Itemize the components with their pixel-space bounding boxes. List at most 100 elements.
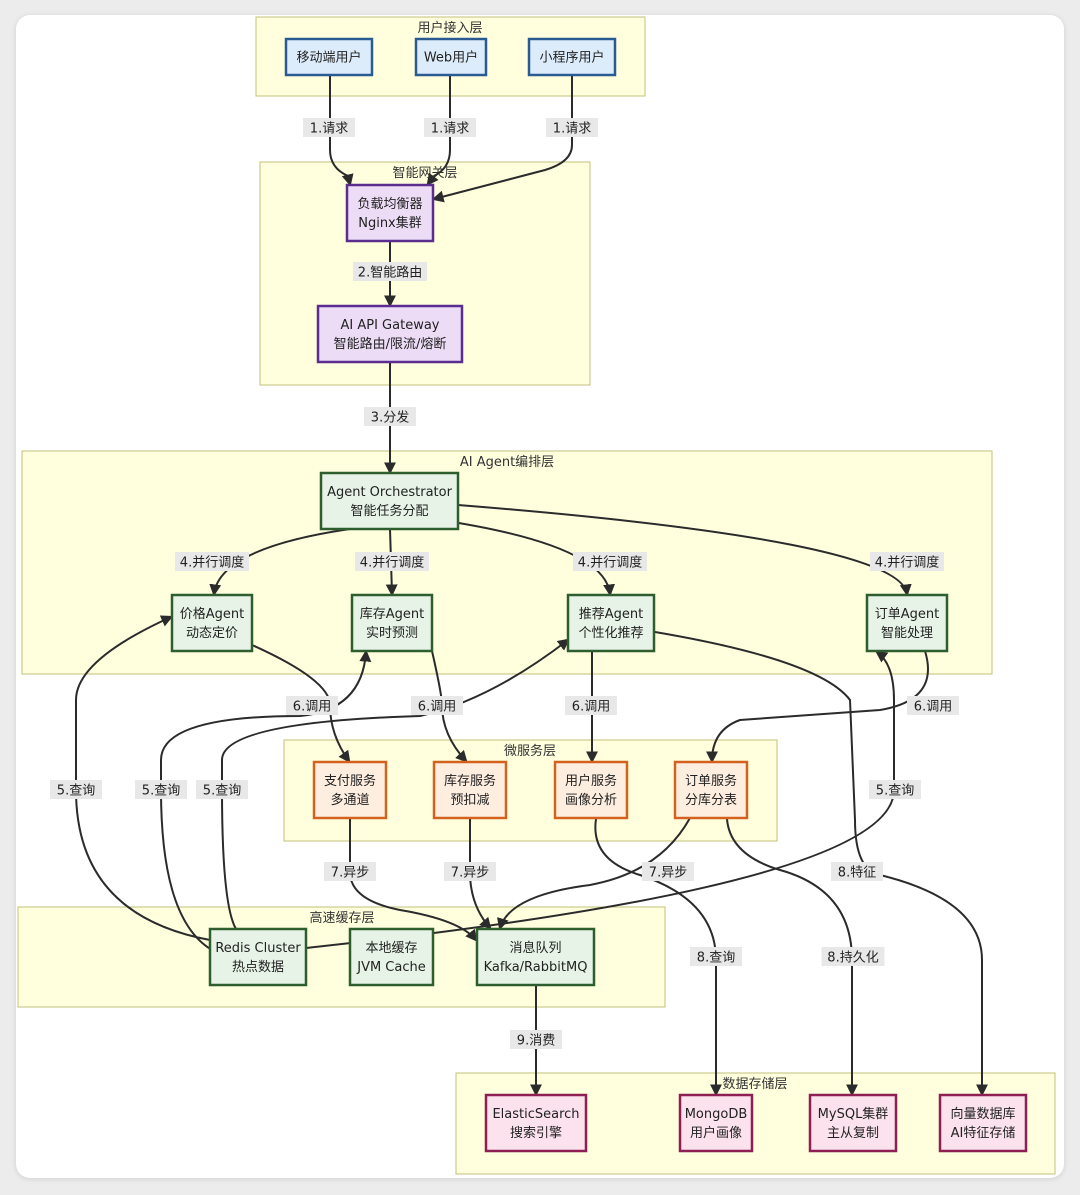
edge-label-bg: [573, 552, 647, 571]
node-label: 价格Agent: [180, 606, 244, 622]
node-label: 订单服务: [685, 773, 737, 789]
edge-label-text: 6.调用: [418, 700, 456, 715]
edge-label-e1b: 1.请求: [424, 118, 476, 137]
edge-label-bg: [565, 696, 617, 715]
node-box: [319, 471, 460, 531]
edge-label-e8c: 8.特征: [831, 862, 883, 881]
edge-label-e5b: 5.查询: [135, 780, 187, 799]
edge-label-text: 1.请求: [310, 122, 348, 137]
layer-title: 用户接入层: [417, 20, 482, 36]
edge-e7a: [349, 818, 478, 942]
edge-e1a: [329, 75, 354, 187]
node-label: AI API Gateway: [341, 318, 440, 333]
node-box: [527, 37, 617, 77]
edge-label-bg: [642, 862, 694, 881]
node-box: [348, 927, 435, 987]
edge-e4a: [209, 528, 351, 597]
layer-title: 微服务层: [504, 743, 556, 759]
node-label: 画像分析: [565, 793, 617, 808]
edge-e1b: [426, 75, 451, 186]
node-label: 库存Agent: [360, 606, 424, 622]
node-box: [414, 37, 488, 77]
edge-label-bg: [411, 696, 463, 715]
edge-label-bg: [869, 780, 921, 799]
edge-label-bg: [135, 780, 187, 799]
node-stock: 库存Agent 实时预测: [350, 593, 434, 653]
node-label: 小程序用户: [539, 50, 604, 66]
edge-label-text: 7.异步: [649, 866, 687, 881]
node-label: MongoDB: [685, 1107, 748, 1122]
edge-label-e5a: 5.查询: [50, 780, 102, 799]
edge-label-e8a: 8.查询: [690, 947, 742, 966]
node-label: 智能任务分配: [350, 503, 428, 519]
edge-label-bg: [510, 1030, 562, 1049]
edge-label-text: 6.调用: [914, 700, 952, 715]
edge-label-bg: [831, 862, 883, 881]
edge-label-e2: 2.智能路由: [353, 262, 427, 281]
edge-label-bg: [303, 118, 355, 137]
node-label: 动态定价: [186, 626, 238, 641]
node-box: [484, 1093, 588, 1153]
node-box: [553, 760, 629, 820]
node-label: 分库分表: [685, 792, 737, 808]
edge-label-e9: 9.消费: [510, 1030, 562, 1049]
layer-title: 数据存储层: [722, 1077, 787, 1092]
edge-e7c: [497, 817, 691, 931]
node-label: 个性化推荐: [578, 626, 643, 641]
node-label: Web用户: [424, 50, 478, 66]
edge-label-bg: [175, 552, 249, 571]
node-box: [170, 593, 254, 653]
edge-label-e4d: 4.并行调度: [870, 552, 944, 571]
edge-label-text: 8.特征: [838, 866, 876, 881]
edge-e4d: [457, 504, 912, 597]
edge-label-e5c: 5.查询: [196, 780, 248, 799]
edge-e1c: [431, 75, 573, 203]
edge-label-text: 5.查询: [203, 784, 241, 799]
layer-box: [21, 450, 993, 675]
edge-label-bg: [196, 780, 248, 799]
node-box: [678, 1093, 754, 1153]
node-label: 移动端用户: [296, 50, 361, 66]
edge-label-text: 4.并行调度: [360, 555, 424, 571]
node-box: [808, 1093, 898, 1153]
node-label: JVM Cache: [356, 960, 426, 975]
edge-label-e7a: 7.异步: [324, 862, 376, 881]
node-label: AI特征存储: [951, 1126, 1016, 1141]
node-box: [345, 183, 435, 243]
node-mobile: 移动端用户: [284, 37, 374, 77]
node-label: 实时预测: [366, 626, 418, 641]
edge-label-e8b: 8.持久化: [821, 947, 885, 966]
edge-e8c: [654, 631, 988, 1097]
node-label: Nginx集群: [358, 215, 422, 231]
edge-label-text: 9.消费: [517, 1034, 555, 1049]
layer-agent: AI Agent编排层: [21, 450, 993, 675]
edge-label-e4b: 4.并行调度: [355, 552, 429, 571]
node-box: [316, 304, 464, 364]
edge-label-text: 8.持久化: [827, 951, 878, 966]
edge-label-e1c: 1.请求: [546, 118, 598, 137]
edge-label-e7b: 7.异步: [444, 862, 496, 881]
node-box: [208, 927, 308, 987]
edge-label-bg: [50, 780, 102, 799]
edge-label-bg: [870, 552, 944, 571]
edge-label-bg: [907, 696, 959, 715]
edge-e4c: [439, 519, 615, 597]
node-label: 负载均衡器: [357, 197, 422, 212]
edge-label-bg: [821, 947, 885, 966]
edge-label-bg: [355, 552, 429, 571]
node-web: Web用户: [414, 37, 488, 77]
edge-label-text: 5.查询: [142, 784, 180, 799]
edge-label-bg: [324, 862, 376, 881]
